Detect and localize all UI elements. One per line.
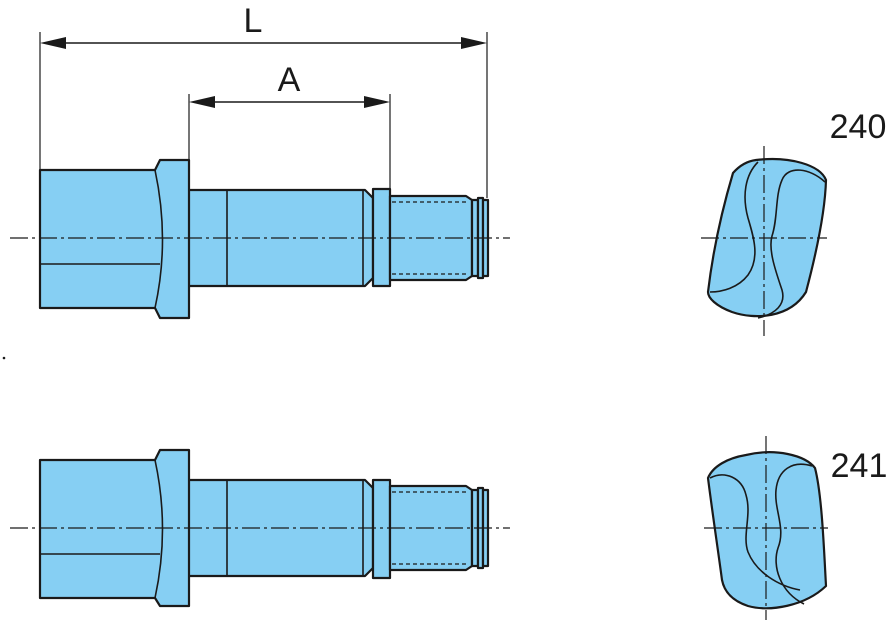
- shaft-side-view-240: [10, 158, 510, 320]
- dimension-L: L: [39, 2, 488, 198]
- dimension-A: A: [188, 61, 391, 190]
- arrowhead-left: [189, 96, 215, 108]
- s-groove: [709, 161, 759, 293]
- end-view-outline: [706, 451, 828, 610]
- arrowhead-right: [364, 96, 390, 108]
- shaft-collar: [371, 478, 392, 580]
- shaft-side-view-241: [10, 448, 510, 608]
- flange-fillet: [154, 459, 164, 599]
- s-groove: [757, 169, 826, 319]
- dimension-label-A: A: [278, 61, 301, 99]
- arrowhead-left: [40, 37, 66, 49]
- margin-dot: [2, 356, 6, 360]
- end-view-240: 240: [701, 108, 886, 336]
- arrowhead-right: [461, 37, 487, 49]
- dimension-label-L: L: [244, 2, 263, 40]
- shaft-body: [38, 158, 375, 320]
- variant-number-241: 241: [831, 447, 888, 485]
- s-groove: [775, 463, 813, 605]
- end-view-241: 241: [704, 436, 887, 620]
- flange-fillet: [154, 169, 164, 309]
- variant-number-240: 240: [830, 108, 887, 146]
